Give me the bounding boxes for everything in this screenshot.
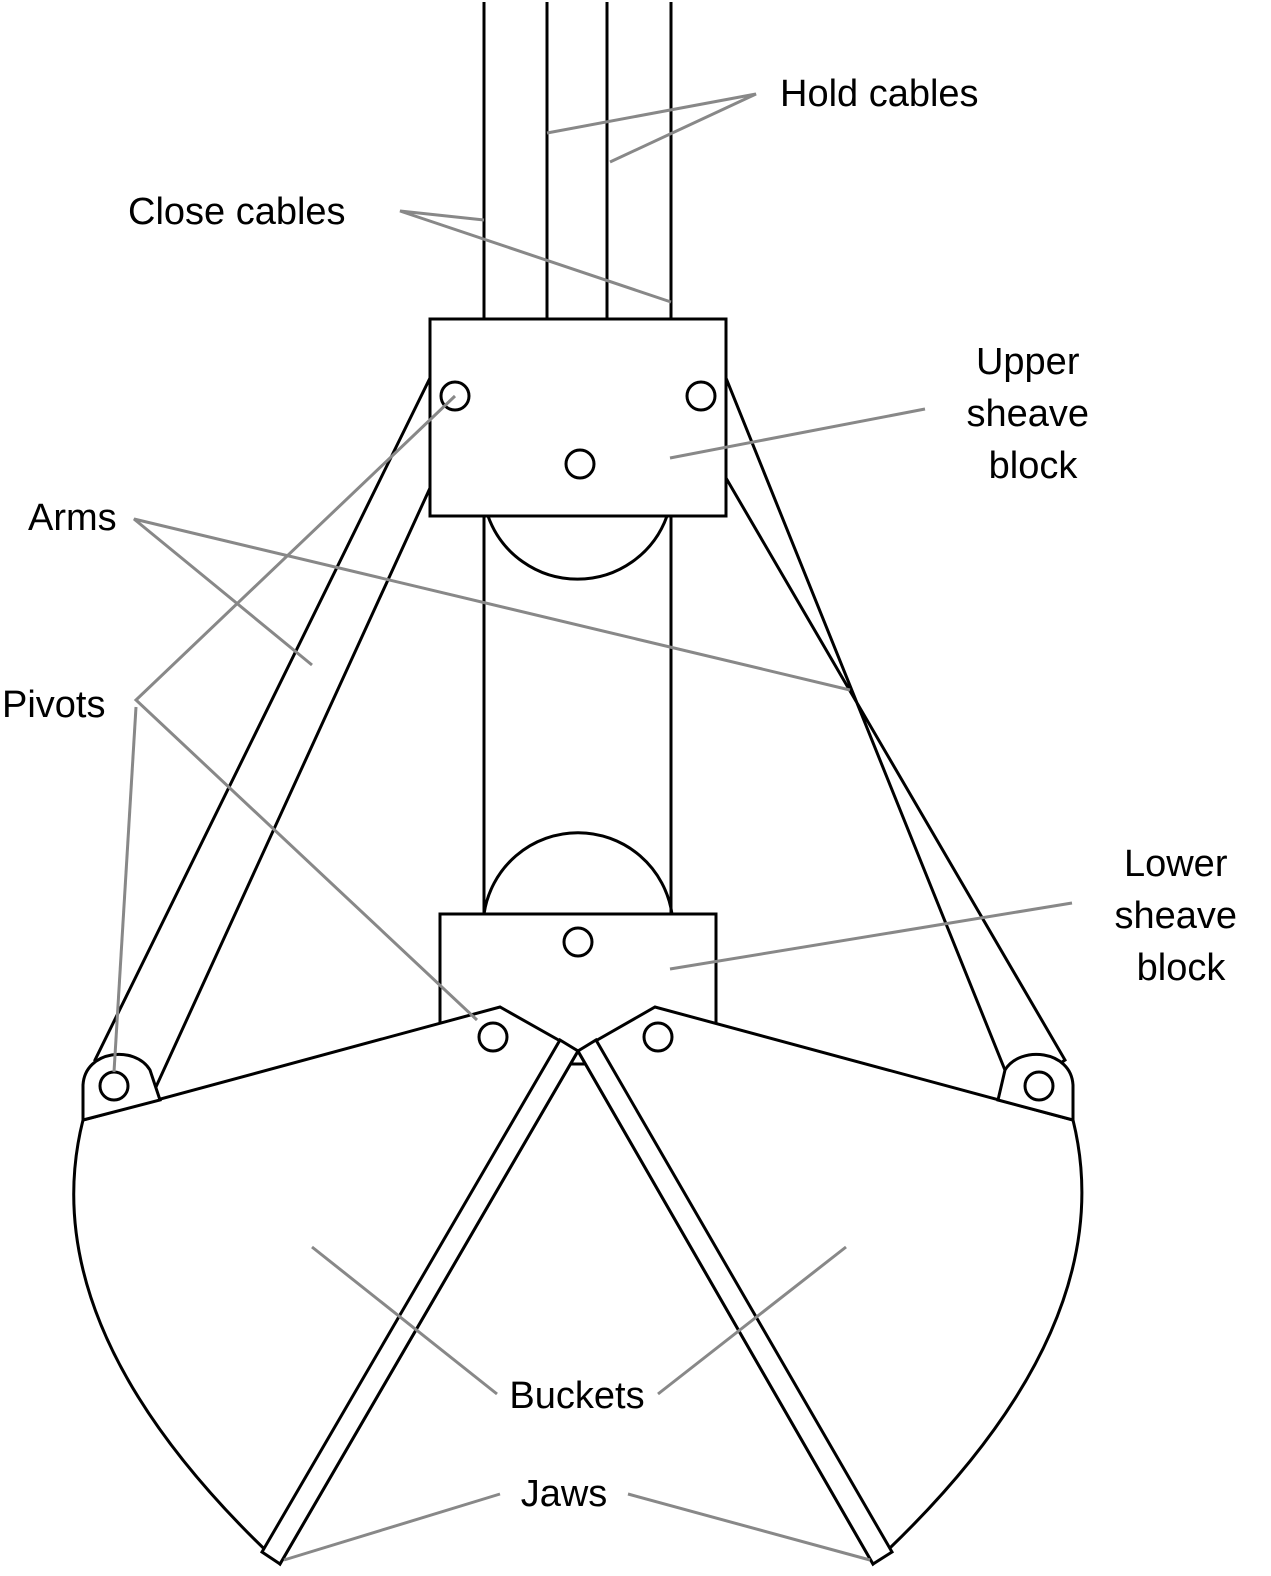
label-lower-line-2: sheave bbox=[1114, 895, 1237, 937]
label-pivots: Pivots bbox=[2, 684, 105, 726]
leader-close-cables bbox=[399, 209, 672, 304]
lower-block-pin bbox=[562, 926, 594, 958]
leader-buckets-right bbox=[657, 1245, 847, 1396]
label-upper-sheave-block: Upper sheave block bbox=[966, 341, 1099, 487]
leader-pivots bbox=[133, 394, 479, 1022]
leader-pivots-lower bbox=[112, 706, 138, 1073]
sheave-column bbox=[482, 515, 674, 915]
leader-arms bbox=[133, 517, 851, 692]
label-lower-line-3: block bbox=[1137, 947, 1227, 989]
buckets bbox=[72, 1005, 1084, 1567]
leader-jaws-left bbox=[283, 1492, 501, 1562]
leader-jaws-right bbox=[627, 1492, 871, 1562]
label-hold-cables: Hold cables bbox=[780, 73, 979, 115]
leader-buckets bbox=[311, 1245, 498, 1396]
label-upper-line-2: sheave bbox=[966, 393, 1089, 435]
label-upper-line-1: Upper bbox=[976, 341, 1080, 383]
upper-block-pin bbox=[564, 448, 596, 480]
upper-sheave-block bbox=[428, 317, 728, 518]
bucket-pivot-left bbox=[477, 1021, 509, 1053]
upper-sheave-wheel bbox=[486, 515, 669, 581]
label-jaws: Jaws bbox=[521, 1473, 608, 1515]
arm-pivot-left bbox=[98, 1070, 130, 1102]
leader-hold-cables bbox=[546, 92, 757, 164]
arm-pivot-right bbox=[1023, 1070, 1055, 1102]
label-lower-line-1: Lower bbox=[1124, 843, 1228, 885]
label-lower-sheave-block: Lower sheave block bbox=[1114, 843, 1247, 989]
lower-sheave-wheel bbox=[482, 831, 674, 915]
label-buckets: Buckets bbox=[509, 1375, 644, 1417]
cables bbox=[482, 2, 673, 319]
label-close-cables: Close cables bbox=[128, 191, 346, 233]
bucket-right bbox=[575, 1005, 1084, 1567]
leader-upper-sheave-block bbox=[669, 407, 926, 460]
label-arms: Arms bbox=[28, 497, 117, 539]
labels: Hold cables Close cables Upper sheave bl… bbox=[2, 73, 1247, 1515]
arm-left bbox=[93, 377, 432, 1103]
jaw-right bbox=[575, 1037, 895, 1567]
label-upper-line-3: block bbox=[989, 445, 1079, 487]
leader-lower-sheave-block bbox=[669, 901, 1073, 971]
bucket-lugs bbox=[81, 1053, 1075, 1122]
leader-lines bbox=[112, 92, 1073, 1562]
upper-block-pivot-right bbox=[685, 380, 717, 412]
bucket-pivot-right bbox=[642, 1021, 674, 1053]
jaw-left bbox=[259, 1037, 581, 1567]
